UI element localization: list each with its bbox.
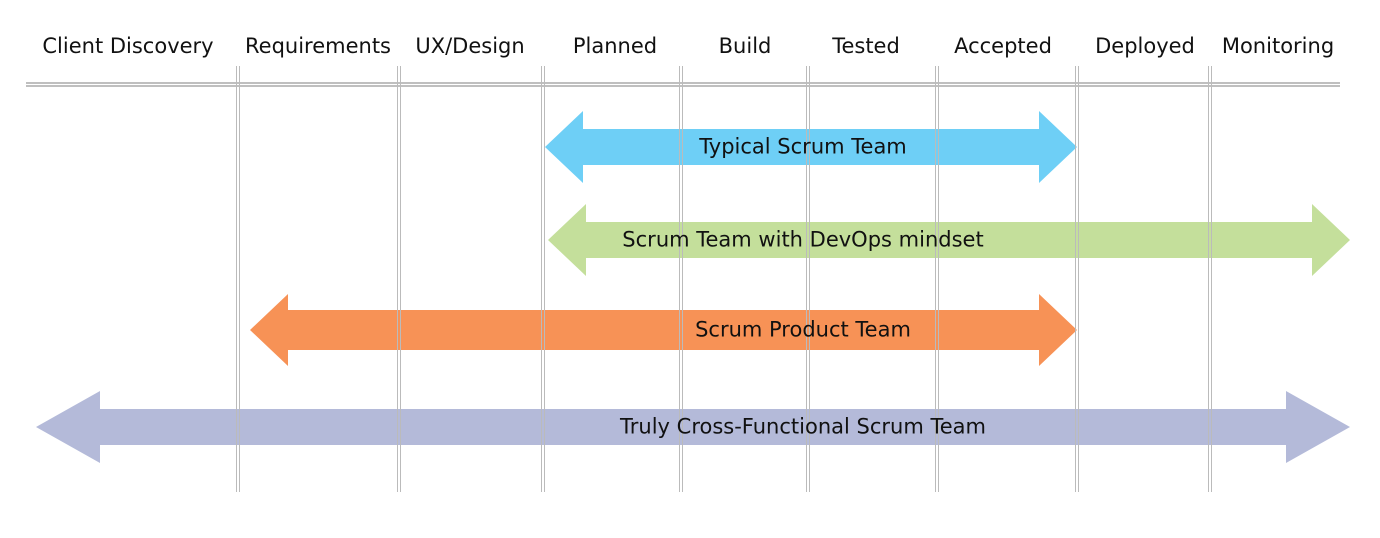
double-arrow-shape bbox=[36, 391, 1350, 463]
double-arrow-shape bbox=[548, 204, 1350, 276]
double-arrow-shape bbox=[545, 111, 1077, 183]
stage-label-client-discovery: Client Discovery bbox=[42, 34, 214, 58]
stage-label-planned: Planned bbox=[572, 34, 658, 58]
stage-label-build: Build bbox=[718, 34, 772, 58]
arrow-label-cross-functional-team: Truly Cross-Functional Scrum Team bbox=[620, 414, 986, 439]
double-arrow-shape bbox=[250, 294, 1077, 366]
stage-label-monitoring: Monitoring bbox=[1221, 34, 1335, 58]
arrow-label-typical-scrum-team: Typical Scrum Team bbox=[699, 134, 907, 159]
stage-label-requirements: Requirements bbox=[245, 34, 391, 58]
arrow-label-scrum-product-team: Scrum Product Team bbox=[695, 317, 911, 342]
stage-label-ux-design: UX/Design bbox=[415, 34, 525, 58]
stage-label-deployed: Deployed bbox=[1095, 34, 1195, 58]
stage-dividers bbox=[236, 66, 1212, 492]
stage-label-accepted: Accepted bbox=[954, 34, 1052, 58]
arrow-label-devops-scrum-team: Scrum Team with DevOps mindset bbox=[622, 227, 984, 252]
stage-label-tested: Tested bbox=[832, 34, 900, 58]
team-arrows bbox=[36, 111, 1350, 463]
